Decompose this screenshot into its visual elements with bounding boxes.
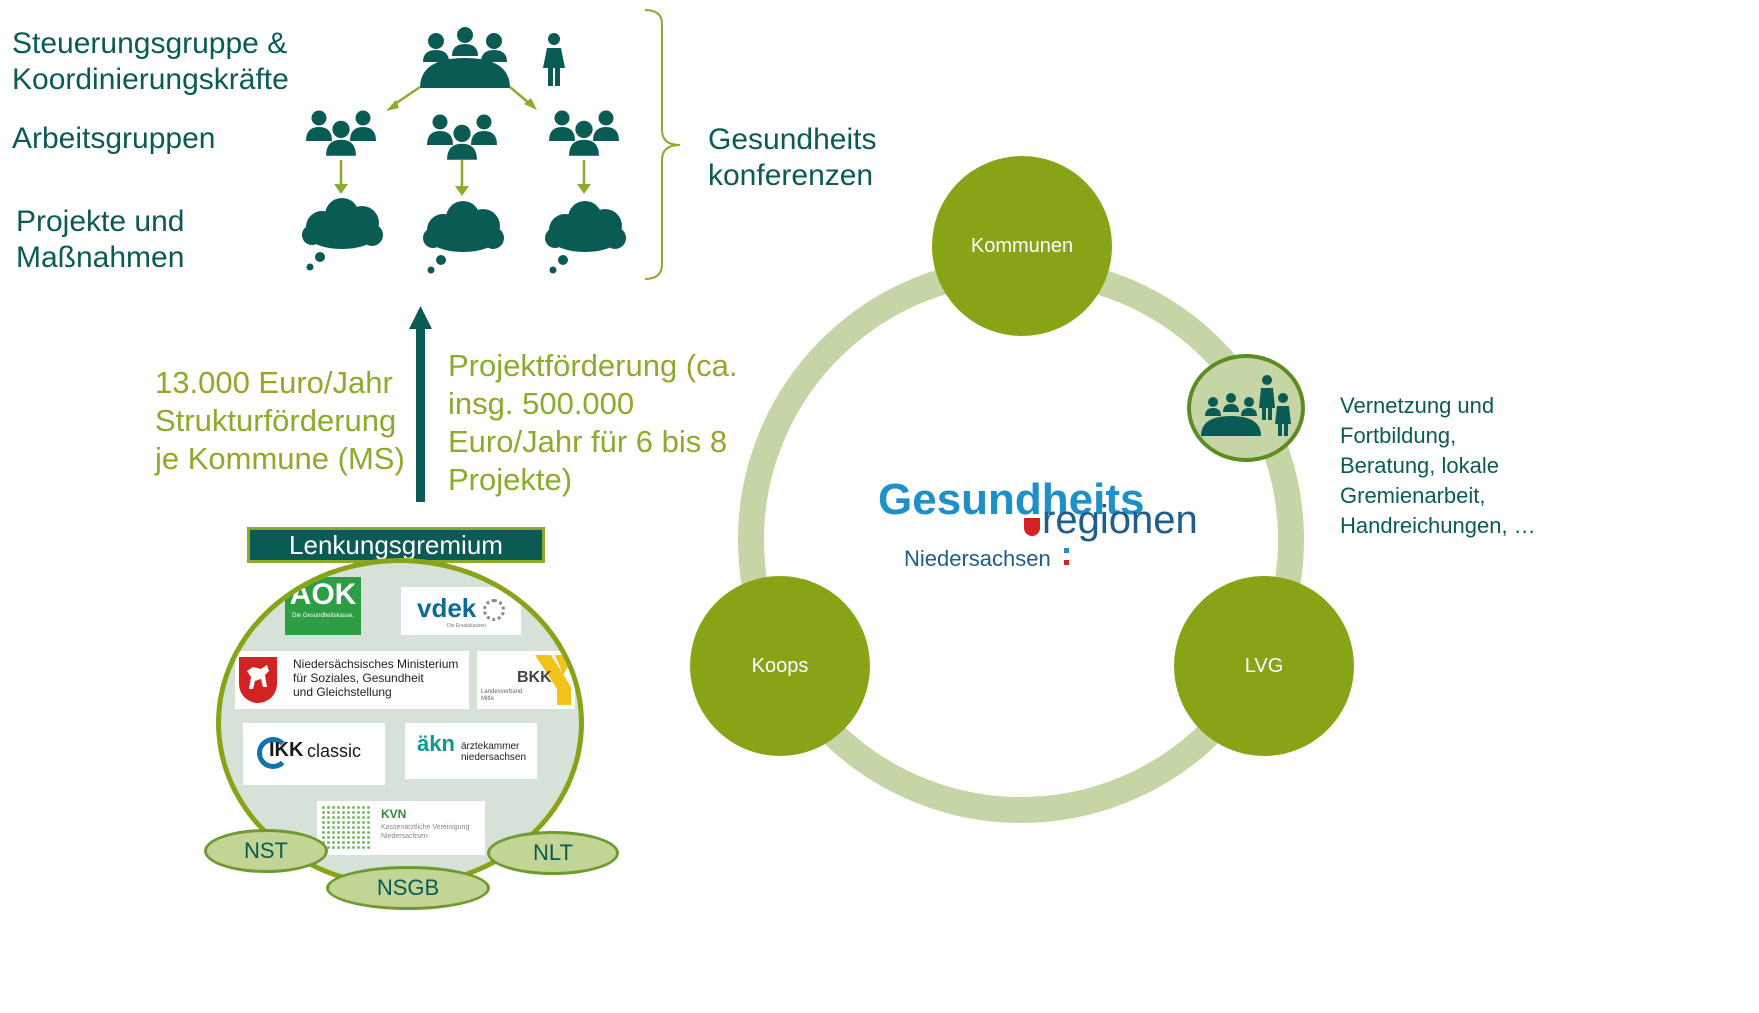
niedersachsen-crest-icon [239, 657, 277, 703]
bkk-logo: BKK Landesverband Mitte [477, 651, 575, 709]
logo-dot-icon [1064, 548, 1069, 553]
connector-arrows [334, 85, 591, 196]
oval-nsgb: NSGB [326, 866, 490, 910]
thought-cloud-icon [423, 201, 504, 274]
gesundheitsregionen-logo: Gesundheits regionen Niedersachsen [878, 470, 1218, 580]
vernetzung-text: Vernetzung und Fortbildung, Beratung, lo… [1340, 393, 1536, 538]
arbeitsgruppen-icons [306, 111, 619, 160]
projekte-icons [302, 198, 626, 274]
working-group-icon [427, 115, 497, 160]
logo-word-regionen: regionen [1042, 498, 1198, 542]
kvn-map-icon [321, 805, 371, 851]
aok-logo: AOK Die Gesundheitskasse. [285, 577, 361, 635]
vdek-symbol-icon [483, 599, 505, 621]
node-koops: Koops [690, 576, 870, 756]
working-group-icon [306, 111, 376, 156]
coordinator-person-icon [543, 33, 565, 86]
label-steuerungsgruppe: Steuerungsgruppe & Koordinierungskräfte [12, 27, 289, 96]
node-lvg: LVG [1174, 576, 1354, 756]
kvn-logo: KVN Kassenärztliche Vereinigung Niedersa… [317, 801, 485, 855]
vernetzung-node [1187, 354, 1305, 462]
vdek-logo: vdek Die Ersatzkassen [401, 587, 521, 635]
ikk-swirl-icon [257, 737, 289, 769]
label-projekte: Projekte und Maßnahmen [16, 205, 185, 274]
node-kommunen: Kommunen [932, 156, 1112, 336]
logo-word-niedersachsen: Niedersachsen [904, 546, 1051, 571]
ministerium-logo: Niedersächsisches Ministerium für Sozial… [235, 651, 469, 709]
oval-nst: NST [204, 829, 328, 873]
logo-dot-icon [1064, 560, 1069, 565]
meeting-group-icon [1201, 375, 1291, 436]
lenkungsgremium-title: Lenkungsgremium [289, 530, 503, 560]
funding-project-text: Projektförderung (ca. insg. 500.000 Euro… [448, 348, 738, 497]
funding-arrow [409, 306, 432, 502]
thought-cloud-icon [545, 201, 626, 274]
aekn-logo: äkn ärztekammer niedersachsen [405, 723, 537, 779]
curly-bracket [644, 9, 681, 280]
funding-structure-text: 13.000 Euro/Jahr Strukturförderung je Ko… [155, 365, 405, 476]
logo-crest-icon [1024, 518, 1040, 536]
label-arbeitsgruppen: Arbeitsgruppen [12, 122, 216, 155]
oval-nlt: NLT [487, 831, 619, 875]
steuerungsgruppe-icon [420, 27, 510, 88]
working-group-icon [549, 111, 619, 156]
ikk-logo: IKK classic [243, 723, 385, 785]
label-gesundheitskonferenzen: Gesundheits konferenzen [708, 123, 877, 192]
thought-cloud-icon [302, 198, 383, 271]
logo-word-gesundheits: Gesundheits [878, 475, 1145, 524]
